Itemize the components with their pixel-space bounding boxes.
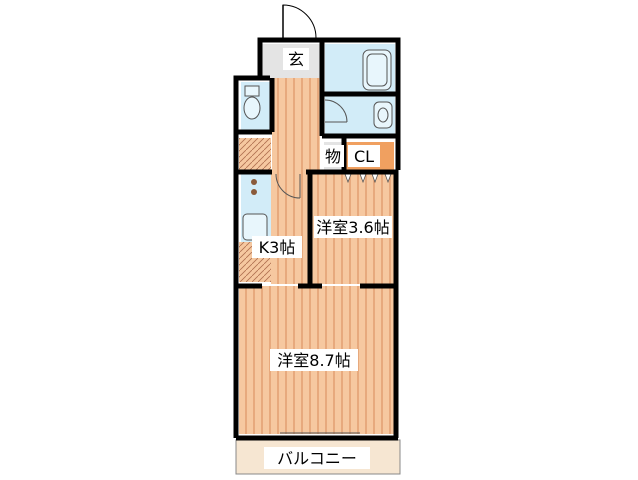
- stove-icon: [251, 179, 257, 195]
- label-balcony: バルコニー: [264, 447, 370, 469]
- washbasin-icon: [373, 101, 393, 129]
- label-entrance-text: 玄: [288, 50, 304, 69]
- label-closet-text: CL: [354, 147, 374, 166]
- door-swing-kitchen-icon: [275, 173, 301, 199]
- label-western-room-large: 洋室8.7帖: [270, 349, 358, 371]
- label-western-room-small-text: 洋室3.6帖: [316, 218, 389, 237]
- label-storage: 物: [322, 145, 344, 167]
- label-western-room-large-text: 洋室8.7帖: [277, 351, 350, 370]
- hatch-area-1: [239, 138, 271, 170]
- kitchen-floor: [271, 172, 309, 284]
- toilet-icon: [243, 85, 261, 120]
- door-swing-bath-icon: [324, 99, 348, 123]
- walls: [233, 37, 401, 441]
- label-western-room-small: 洋室3.6帖: [314, 216, 392, 238]
- label-entrance: 玄: [283, 48, 309, 70]
- bathtub-icon: [362, 49, 392, 91]
- label-kitchen-text: K3帖: [259, 238, 296, 257]
- label-storage-text: 物: [325, 147, 341, 166]
- label-kitchen: K3帖: [252, 236, 302, 258]
- label-balcony-text: バルコニー: [277, 449, 357, 468]
- entrance-door-icon: [282, 4, 317, 39]
- label-closet: CL: [348, 145, 380, 167]
- hallway-floor: [272, 78, 320, 178]
